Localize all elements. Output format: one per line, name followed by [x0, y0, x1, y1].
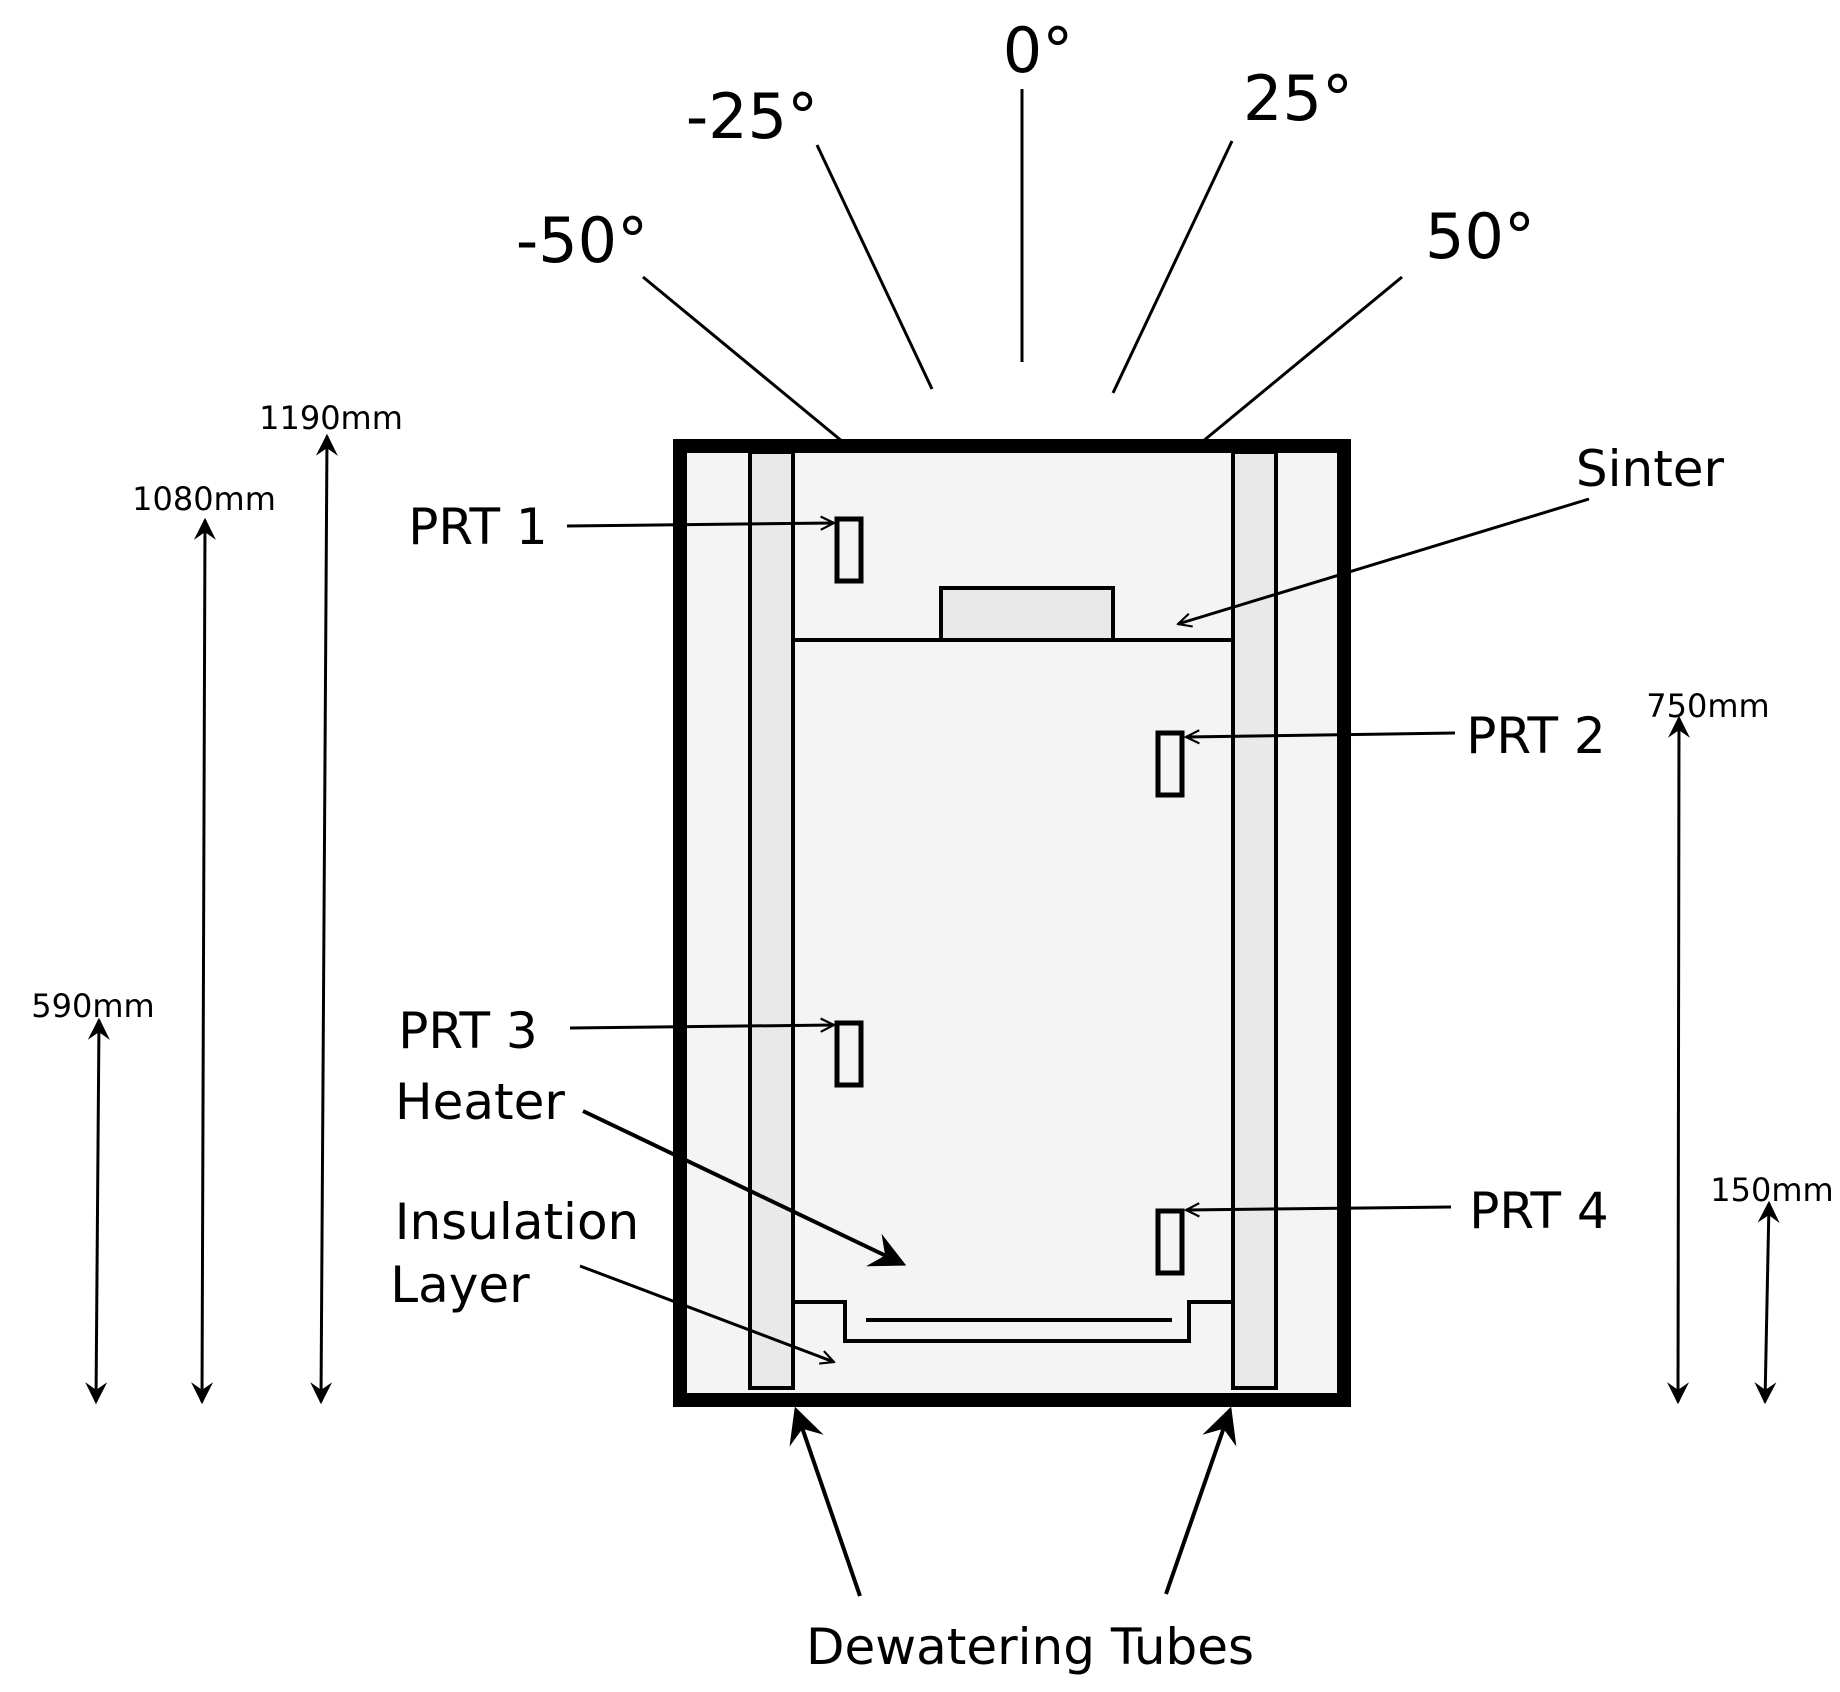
heater-tray — [793, 1300, 1233, 1343]
dim-arrow-1190mm — [310, 433, 338, 1405]
sinter-label: Sinter — [1576, 440, 1725, 498]
ray-plus-50 — [1201, 275, 1403, 444]
dim-arrow-1080mm — [191, 517, 216, 1405]
dewatering-leader-left — [789, 1406, 862, 1597]
dewatering-tubes-label: Dewatering Tubes — [806, 1618, 1254, 1676]
prt4-sensor — [1155, 1208, 1185, 1276]
prt2-leader — [1186, 733, 1456, 737]
detector-housing — [673, 439, 1351, 1407]
ray-minus-50 — [642, 275, 844, 444]
dim-arrow-590mm — [85, 1017, 110, 1405]
insulation-leader — [579, 1264, 834, 1362]
angle-label-plus-50: 50° — [1425, 200, 1535, 273]
angle-rays — [642, 89, 1403, 444]
prt2-sensor — [1155, 730, 1185, 798]
heater-leader — [582, 1109, 907, 1267]
prt1-sensor — [834, 516, 864, 584]
heater-label: Heater — [395, 1073, 565, 1131]
angle-label-minus-50: -50° — [516, 204, 648, 277]
angle-label-0: 0° — [1003, 14, 1073, 87]
prt1-label: PRT 1 — [408, 498, 548, 556]
sinter-leader — [1178, 497, 1590, 624]
dewatering-leader-right — [1164, 1406, 1237, 1595]
left-insulation-wall — [748, 450, 795, 1390]
dim-label-150mm: 150mm — [1710, 1171, 1833, 1209]
dim-label-750mm: 750mm — [1646, 687, 1769, 725]
prt3-sensor — [834, 1020, 864, 1088]
dim-label-590mm: 590mm — [31, 987, 154, 1025]
insulation-label-line1: Insulation — [395, 1193, 639, 1251]
dim-arrow-150mm — [1754, 1200, 1780, 1405]
dimension-arrows — [85, 433, 1780, 1405]
prt4-leader — [1186, 1207, 1452, 1210]
dim-arrow-750mm — [1667, 715, 1690, 1405]
leader-lines — [566, 497, 1590, 1597]
prt4-label: PRT 4 — [1469, 1182, 1609, 1240]
prt3-label: PRT 3 — [398, 1002, 538, 1060]
prt3-leader — [569, 1025, 834, 1028]
right-insulation-wall — [1231, 450, 1278, 1390]
prt2-label: PRT 2 — [1466, 707, 1606, 765]
dim-label-1190mm: 1190mm — [259, 399, 403, 437]
ray-plus-25 — [1111, 140, 1234, 394]
insulation-label-line2: Layer — [390, 1256, 530, 1314]
prt1-leader — [566, 523, 834, 526]
sinter-block — [939, 586, 1115, 642]
angle-label-minus-25: -25° — [686, 80, 818, 153]
angle-label-plus-25: 25° — [1243, 62, 1353, 135]
dim-label-1080mm: 1080mm — [132, 480, 276, 518]
ray-minus-25 — [815, 144, 934, 390]
